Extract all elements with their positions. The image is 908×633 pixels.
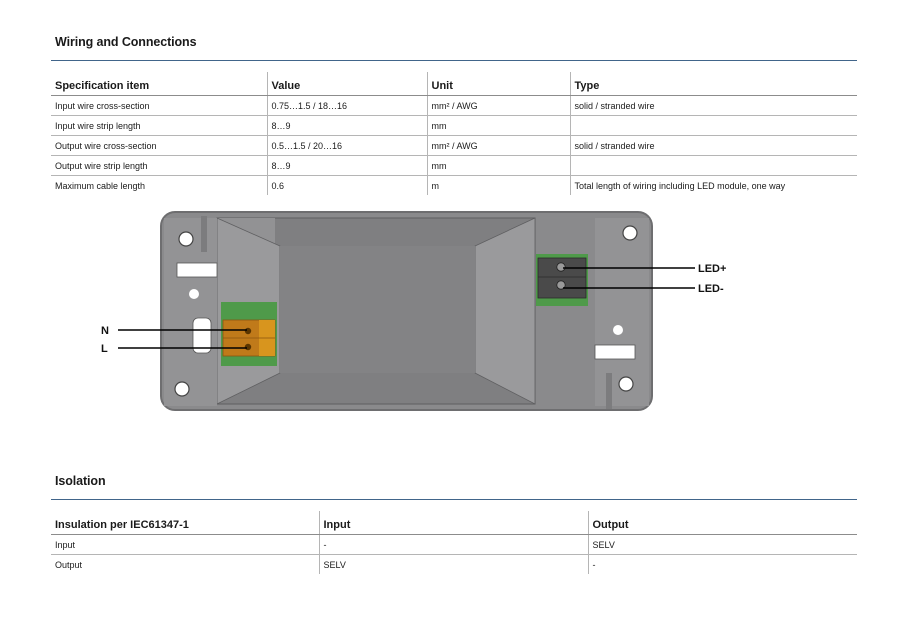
cell-unit: mm² / AWG xyxy=(426,95,570,116)
cell-spec-item: Input wire strip length xyxy=(51,115,267,136)
table-row: Input - SELV xyxy=(51,534,857,555)
cell-spec-item: Output wire cross-section xyxy=(51,135,267,156)
table-header-row: Specification item Value Unit Type xyxy=(51,72,857,96)
table-row: Input wire cross-section 0.75…1.5 / 18…1… xyxy=(51,95,857,116)
cell-type: Total length of wiring including LED mod… xyxy=(569,175,857,195)
cell-value: 0.6 xyxy=(266,175,427,195)
cell-spec-item: Output wire strip length xyxy=(51,155,267,176)
column-header-output: Output xyxy=(587,511,857,535)
input-terminal-block xyxy=(221,302,277,366)
cell-value: 0.75…1.5 / 18…16 xyxy=(266,95,427,116)
neutral-label: N xyxy=(101,325,109,337)
table-row: Maximum cable length 0.6 m Total length … xyxy=(51,175,857,195)
cell-value: 8…9 xyxy=(266,155,427,176)
table-header-row: Insulation per IEC61347-1 Input Output xyxy=(51,511,857,535)
cell-unit: m xyxy=(426,175,570,195)
column-header-spec-item: Specification item xyxy=(51,72,267,96)
output-terminal-block xyxy=(536,254,588,306)
isolation-title-rule xyxy=(51,499,857,500)
led-minus-label: LED- xyxy=(698,283,724,295)
wiring-title-rule xyxy=(51,60,857,61)
table-row: Output wire cross-section 0.5…1.5 / 20…1… xyxy=(51,135,857,156)
cell-unit: mm xyxy=(426,155,570,176)
table-row: Output wire strip length 8…9 mm xyxy=(51,155,857,176)
cell-type xyxy=(569,155,857,176)
column-header-input: Input xyxy=(318,511,588,535)
cell-spec-item: Input wire cross-section xyxy=(51,95,267,116)
cell-input: SELV xyxy=(318,554,588,574)
led-plus-label: LED+ xyxy=(698,263,726,275)
cell-input: - xyxy=(318,534,588,555)
wiring-section-title: Wiring and Connections xyxy=(55,35,197,49)
cell-value: 0.5…1.5 / 20…16 xyxy=(266,135,427,156)
cell-row-label: Input xyxy=(51,534,319,555)
table-row: Input wire strip length 8…9 mm xyxy=(51,115,857,136)
wiring-diagram: N L LED+ LED- xyxy=(101,211,726,411)
column-header-value: Value xyxy=(266,72,427,96)
cell-value: 8…9 xyxy=(266,115,427,136)
line-label: L xyxy=(101,343,108,355)
column-header-unit: Unit xyxy=(426,72,570,96)
cell-type: solid / stranded wire xyxy=(569,95,857,116)
isolation-section-title: Isolation xyxy=(55,474,106,488)
cell-type xyxy=(569,115,857,136)
cell-unit: mm xyxy=(426,115,570,136)
cell-row-label: Output xyxy=(55,559,83,570)
column-header-type: Type xyxy=(569,72,857,96)
driver-housing xyxy=(160,211,653,411)
column-header-insulation: Insulation per IEC61347-1 xyxy=(51,511,319,535)
wiring-spec-table: Specification item Value Unit Type Input… xyxy=(51,72,857,195)
table-row: Output SELV - xyxy=(51,554,857,574)
cell-output: SELV xyxy=(587,534,857,555)
cell-unit: mm² / AWG xyxy=(426,135,570,156)
isolation-table: Insulation per IEC61347-1 Input Output I… xyxy=(51,511,857,574)
cell-spec-item: Maximum cable length xyxy=(55,180,146,191)
cell-output: - xyxy=(587,554,857,574)
cell-type: solid / stranded wire xyxy=(569,135,857,156)
